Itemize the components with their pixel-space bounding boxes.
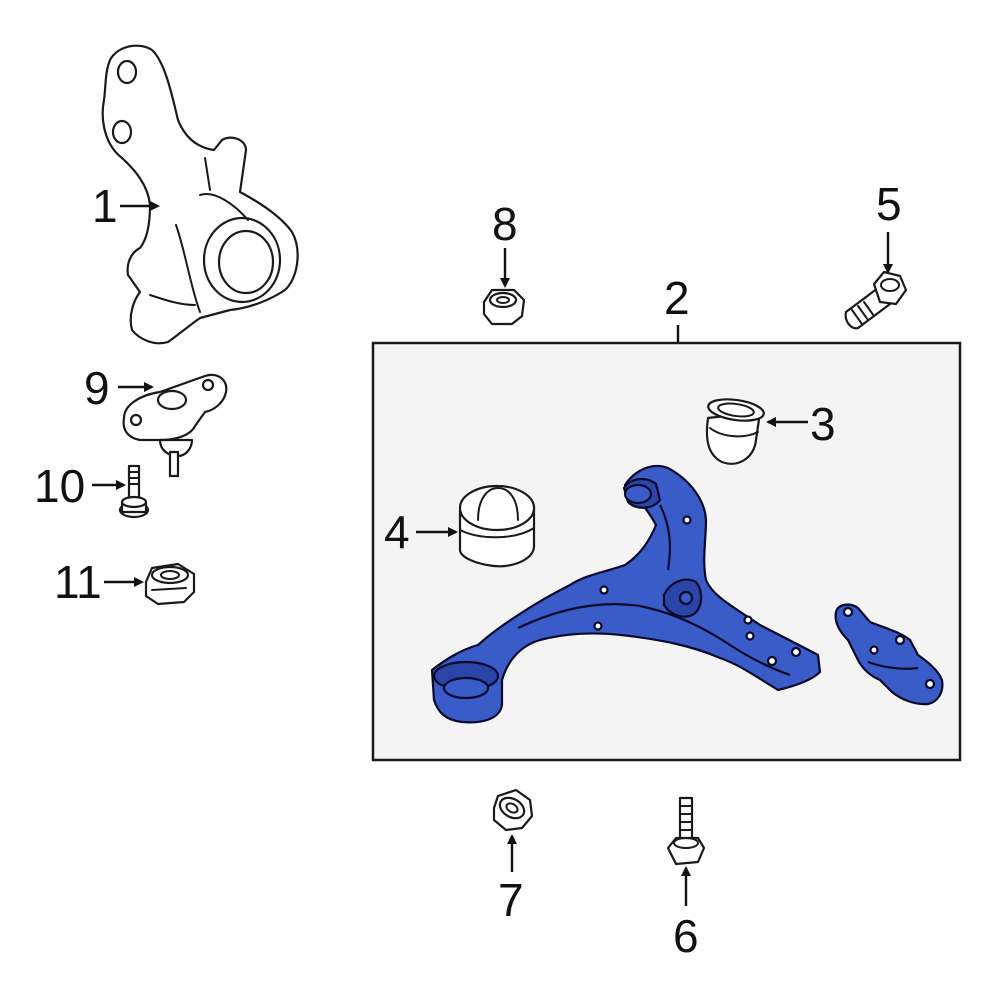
ball-joint: [122, 373, 228, 478]
bushing-3: [705, 398, 765, 465]
callout-7: 7: [498, 874, 524, 926]
nut-7: [492, 788, 534, 832]
callout-10: 10: [34, 460, 85, 512]
callout-11: 11: [54, 556, 102, 608]
callout-1: 1: [92, 180, 118, 232]
nut-11: [144, 562, 196, 606]
bolt-6: [666, 796, 706, 866]
bolt-10: [118, 464, 150, 519]
callout-2: 2: [664, 272, 690, 324]
callout-6: 6: [673, 910, 699, 962]
bushing-4: [458, 484, 536, 568]
bolt-5: [844, 270, 908, 330]
callout-8: 8: [492, 198, 518, 250]
steering-knuckle: [101, 44, 299, 345]
lower-control-arm: [430, 464, 822, 724]
nut-8: [482, 288, 526, 326]
callout-9: 9: [84, 362, 110, 414]
callout-4: 4: [384, 506, 410, 558]
callout-5: 5: [876, 178, 902, 230]
arm-bracket-plate: [834, 603, 944, 706]
callout-3: 3: [810, 398, 836, 450]
